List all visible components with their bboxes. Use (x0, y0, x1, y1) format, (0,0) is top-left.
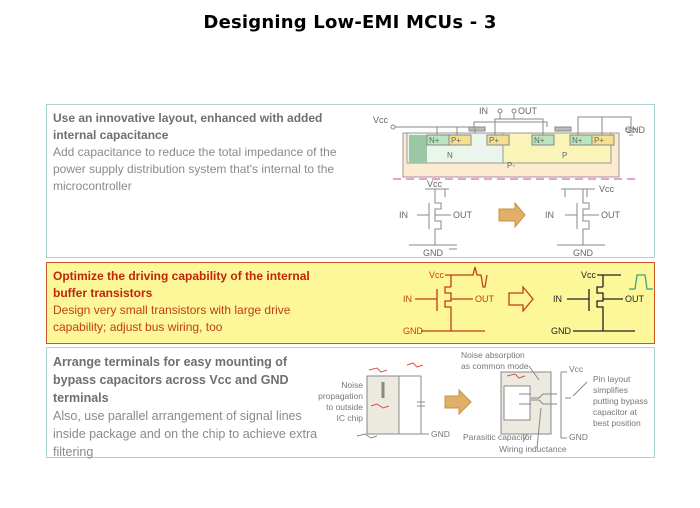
svg-text:simplifies: simplifies (593, 385, 628, 395)
vcc-label: Vcc (373, 115, 389, 125)
svg-text:Pin layout: Pin layout (593, 374, 631, 384)
svg-text:Noise: Noise (341, 380, 363, 390)
svg-text:GND: GND (431, 429, 450, 439)
gnd-label: GND (625, 125, 646, 135)
svg-text:OUT: OUT (601, 210, 621, 220)
svg-text:OUT: OUT (475, 294, 495, 304)
svg-text:as common mode: as common mode (461, 361, 529, 371)
svg-text:Vcc: Vcc (599, 184, 615, 194)
svg-text:N+: N+ (534, 136, 545, 145)
panel-body: Also, use parallel arrangement of signal… (53, 409, 318, 459)
clean-waveform (629, 274, 653, 290)
svg-text:Wiring inductance: Wiring inductance (499, 444, 567, 454)
svg-text:putting bypass: putting bypass (593, 396, 648, 406)
svg-text:GND: GND (573, 248, 594, 258)
svg-text:IN: IN (553, 294, 562, 304)
panel-body: Add capacitance to reduce the total impe… (53, 145, 337, 193)
panel-internal-capacitance: Use an innovative layout, enhanced with … (46, 104, 655, 258)
svg-text:N: N (447, 151, 453, 160)
svg-text:Parasitic capacitor: Parasitic capacitor (463, 432, 533, 442)
svg-text:GND: GND (403, 326, 424, 336)
panel-body: Design very small transistors with large… (53, 303, 291, 334)
svg-text:P+: P+ (489, 136, 499, 145)
panel-buffer-transistors: Optimize the driving capability of the i… (46, 262, 655, 344)
in-label: IN (479, 106, 488, 116)
svg-text:Noise absorption: Noise absorption (461, 350, 525, 360)
panel-text: Arrange terminals for easy mounting of b… (53, 353, 353, 461)
svg-text:propagation: propagation (318, 391, 363, 401)
panel-heading: Arrange terminals for easy mounting of b… (53, 355, 289, 405)
out-label: OUT (518, 106, 538, 116)
svg-text:OUT: OUT (453, 210, 473, 220)
arrow-right-icon (498, 201, 526, 229)
svg-text:P+: P+ (451, 136, 461, 145)
svg-text:IN: IN (545, 210, 554, 220)
panel-text: Use an innovative layout, enhanced with … (53, 110, 353, 195)
svg-text:IN: IN (399, 210, 408, 220)
svg-text:Vcc: Vcc (569, 364, 584, 374)
svg-text:GND: GND (569, 432, 588, 442)
svg-text:OUT: OUT (625, 294, 645, 304)
panel-heading: Optimize the driving capability of the i… (53, 269, 310, 300)
svg-text:GND: GND (423, 248, 444, 258)
hatched-capacitor (409, 135, 427, 163)
svg-text:to outside: to outside (326, 402, 363, 412)
page-title: Designing Low-EMI MCUs - 3 (203, 12, 497, 33)
svg-text:Vcc: Vcc (429, 270, 445, 280)
svg-text:Vcc: Vcc (427, 179, 443, 189)
svg-text:P+: P+ (594, 136, 604, 145)
panel-bypass-capacitors: Arrange terminals for easy mounting of b… (46, 347, 655, 461)
svg-text:IN: IN (403, 294, 412, 304)
bypass-capacitor-diagram: Noise propagation to outside IC chip GND… (318, 350, 648, 454)
svg-text:P-: P- (507, 161, 515, 170)
panel-text: Optimize the driving capability of the i… (53, 268, 353, 336)
arrow-right-icon (444, 388, 472, 416)
inverter-before-after-diagram: Vcc IN OUT GND Vcc IN OUT GND (399, 179, 621, 258)
svg-text:capacitor at: capacitor at (593, 407, 638, 417)
svg-text:P: P (562, 151, 567, 160)
svg-text:GND: GND (551, 326, 572, 336)
hollow-arrow-right-icon (508, 285, 534, 313)
svg-text:Vcc: Vcc (581, 270, 597, 280)
svg-text:N+: N+ (572, 136, 583, 145)
cmos-cross-section-diagram: Vcc IN OUT GND N+ P+ P+ N+ N+ P+ N P P- (373, 106, 646, 180)
panel-heading: Use an innovative layout, enhanced with … (53, 111, 323, 142)
svg-text:N+: N+ (429, 136, 440, 145)
svg-text:best position: best position (593, 418, 641, 428)
buffer-before-after-diagram: Vcc IN OUT GND Vcc IN OUT GND (403, 266, 653, 336)
svg-text:IC chip: IC chip (337, 413, 364, 423)
